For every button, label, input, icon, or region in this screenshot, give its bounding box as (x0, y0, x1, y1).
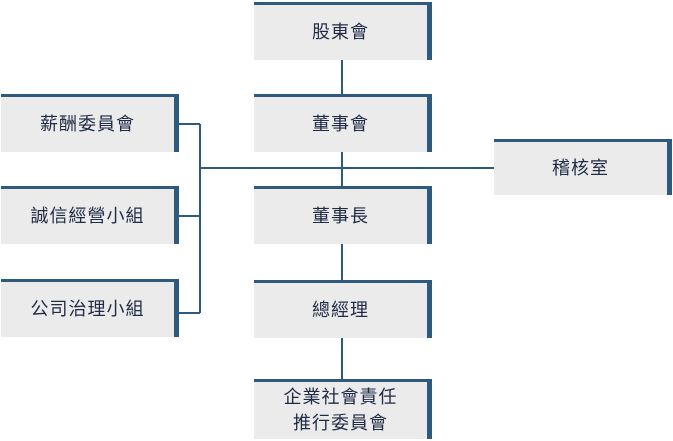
csr-committee-label-line2: 推行委員會 (293, 412, 388, 434)
csr-committee-label-line1: 企業社會責任 (283, 386, 398, 408)
csr-committee-box: 企業社會責任 推行委員會 (254, 379, 432, 439)
general-manager-box: 總經理 (254, 280, 432, 338)
internal-audit-box: 稽核室 (494, 139, 672, 195)
remuneration-committee-box: 薪酬委員會 (1, 94, 179, 152)
board-of-directors-label: 董事會 (312, 113, 369, 135)
board-of-directors-box: 董事會 (254, 94, 432, 152)
shareholders-meeting-box: 股東會 (254, 2, 432, 60)
internal-audit-label: 稽核室 (552, 157, 609, 179)
remuneration-committee-label: 薪酬委員會 (40, 113, 135, 135)
chairman-label: 董事長 (312, 205, 369, 227)
general-manager-label: 總經理 (312, 299, 369, 321)
shareholders-meeting-label: 股東會 (312, 21, 369, 43)
governance-team-label: 公司治理小組 (30, 298, 145, 320)
integrity-team-label: 誠信經營小組 (30, 205, 145, 227)
governance-team-box: 公司治理小組 (1, 279, 179, 337)
chairman-box: 董事長 (254, 186, 432, 244)
integrity-team-box: 誠信經營小組 (1, 186, 179, 244)
